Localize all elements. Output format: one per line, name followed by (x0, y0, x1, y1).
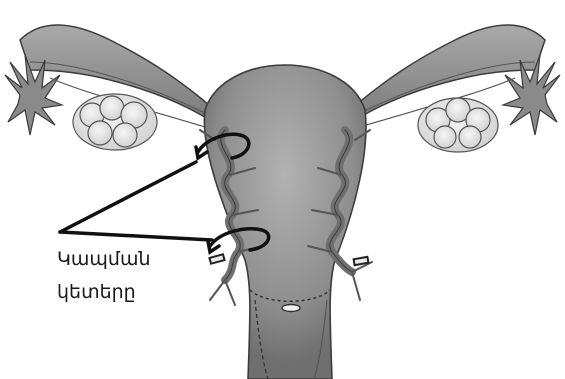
label-pointer-lines (60, 162, 212, 240)
annotation-label-line2: կետերը (57, 283, 136, 302)
right-ovary (418, 98, 498, 152)
left-ovary (73, 94, 157, 150)
annotation-label-line1: Կապման (57, 250, 151, 269)
